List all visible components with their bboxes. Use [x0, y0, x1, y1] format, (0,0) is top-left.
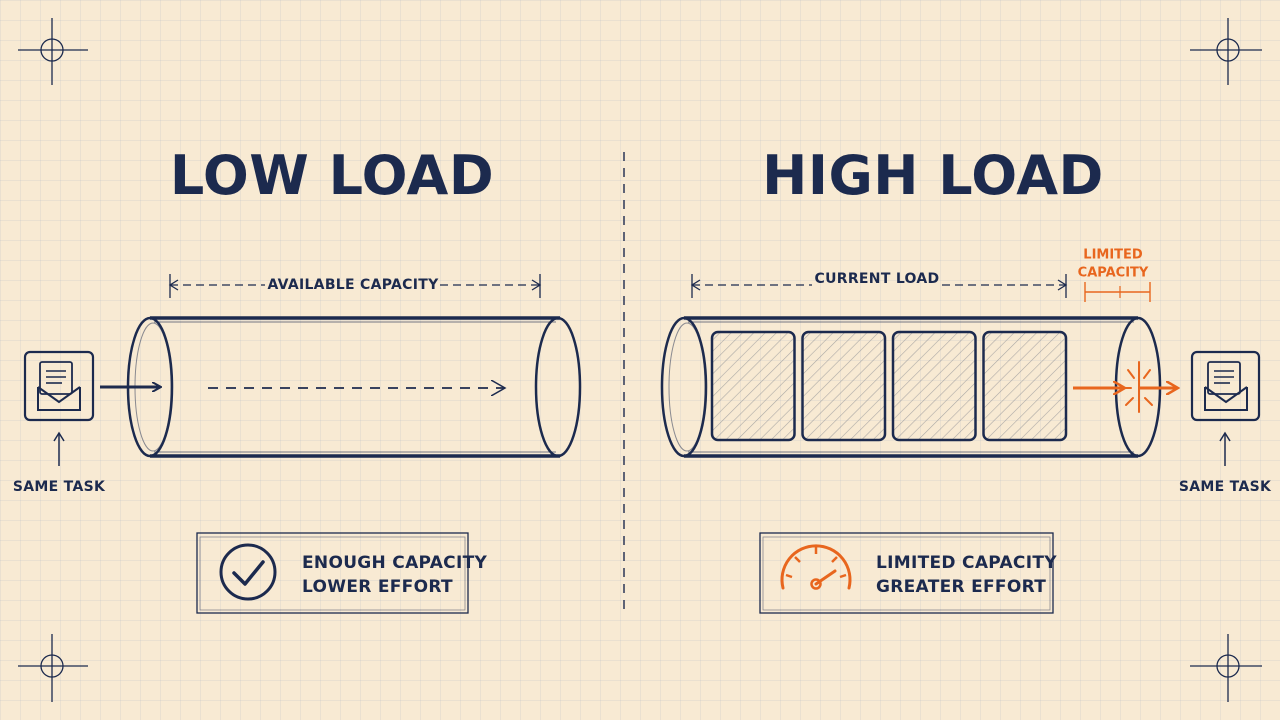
left-task-envelope-icon — [23, 350, 95, 422]
limited-capacity-dimension — [1084, 282, 1151, 302]
low-load-status-line2: LOWER EFFORT — [302, 577, 453, 597]
low-load-pipe — [126, 316, 582, 458]
crosshair-mark-bottom-left — [18, 634, 88, 702]
speedometer-gauge-icon — [780, 544, 852, 590]
high-load-status-line2: GREATER EFFORT — [876, 577, 1046, 597]
right-task-pointer — [1219, 431, 1231, 466]
crosshair-mark-top-right — [1190, 18, 1262, 85]
limited-capacity-label-line1: LIMITED — [1083, 248, 1143, 263]
available-capacity-label: AVAILABLE CAPACITY — [267, 277, 439, 293]
load-block — [891, 330, 977, 442]
available-capacity-dimension — [168, 274, 542, 298]
right-same-task-label: SAME TASK — [1179, 479, 1272, 495]
low-load-status-line1: ENOUGH CAPACITY — [302, 553, 487, 573]
low-load-title: LOW LOAD — [170, 144, 494, 207]
left-same-task-label: SAME TASK — [13, 479, 106, 495]
current-load-dimension — [690, 274, 1068, 298]
limited-capacity-label-line2: CAPACITY — [1078, 266, 1149, 281]
load-block — [801, 330, 887, 442]
current-load-label: CURRENT LOAD — [815, 271, 940, 287]
high-load-status-box — [759, 532, 1054, 614]
high-load-status-line1: LIMITED CAPACITY — [876, 553, 1057, 573]
low-load-status-box — [196, 532, 469, 614]
crosshair-mark-bottom-right — [1190, 634, 1262, 702]
high-load-title: HIGH LOAD — [762, 144, 1104, 207]
left-task-pointer — [53, 431, 65, 466]
crosshair-mark-top-left — [18, 18, 88, 85]
right-task-envelope-icon — [1190, 350, 1261, 422]
load-block — [710, 330, 796, 442]
load-blocks-group — [710, 330, 1068, 442]
checkmark-circle-icon — [219, 543, 277, 601]
load-block — [982, 330, 1068, 442]
friction-burst-icon — [1123, 361, 1156, 413]
